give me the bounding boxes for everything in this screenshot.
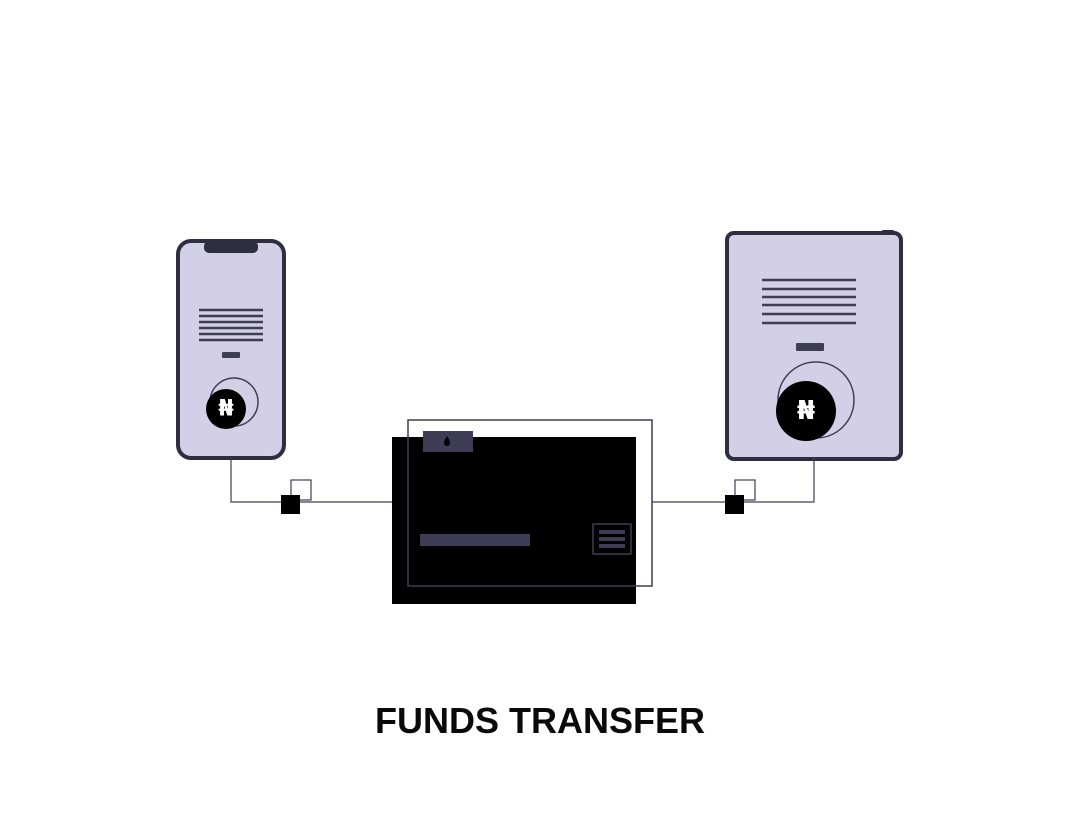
page-title: FUNDS TRANSFER	[375, 700, 705, 741]
tablet-coin	[776, 381, 836, 441]
right-connector-node	[725, 495, 744, 514]
phone-text-lines	[199, 308, 263, 342]
bank-card-number-bar	[420, 534, 530, 546]
phone-coin	[206, 389, 246, 429]
left-connector-node	[281, 495, 300, 514]
bank-card-menu-icon	[599, 530, 625, 548]
bank-card-outline	[407, 419, 653, 587]
bank-card-body	[392, 437, 636, 604]
tablet-text-lines	[762, 278, 856, 325]
bank-card-chip-icon	[444, 436, 450, 446]
right-connector-node-outline	[734, 479, 756, 501]
tablet-small-bar	[796, 343, 824, 351]
tablet-currency-icon: ₦	[797, 396, 815, 426]
phone-currency-icon: ₦	[218, 397, 233, 422]
bank-card	[392, 419, 653, 604]
tablet-device: ₦	[725, 230, 903, 461]
phone-notch	[204, 241, 258, 253]
bank-card-menu-box	[592, 523, 632, 555]
phone-device: ₦	[176, 239, 286, 460]
phone-small-bar	[222, 352, 240, 358]
left-connector-node-outline	[290, 479, 312, 501]
left-connector	[230, 458, 392, 514]
right-connector	[652, 458, 815, 514]
